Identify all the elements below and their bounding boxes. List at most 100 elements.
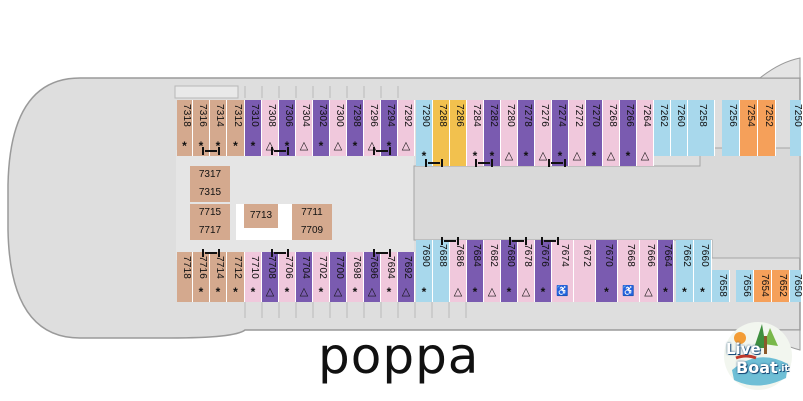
cabin-7682[interactable]: 7682△ — [484, 240, 501, 302]
cabin-7308[interactable]: 7308△ — [262, 100, 279, 156]
cabin-7664[interactable]: 7664* — [658, 240, 674, 302]
cabin-7266[interactable]: 7266* — [620, 100, 637, 166]
cabin-number: 7652 — [776, 274, 788, 298]
cabin-7708[interactable]: 7708△ — [262, 252, 279, 302]
asterisk-marker-icon: * — [215, 139, 221, 153]
cabin-7264[interactable]: 7264△ — [637, 100, 654, 166]
cabin-7292[interactable]: 7292△ — [398, 100, 415, 156]
cabin-7666[interactable]: 7666△ — [640, 240, 658, 302]
cabin-7704[interactable]: 7704△ — [296, 252, 313, 302]
asterisk-marker-icon: * — [604, 285, 609, 299]
cabin-7690[interactable]: 7690* — [416, 240, 433, 302]
cabin-7686[interactable]: 7686△ — [450, 240, 467, 302]
cabin-7306[interactable]: 7306* — [279, 100, 296, 156]
cabin-7315[interactable]: 7315 — [190, 184, 230, 202]
cabin-number: 7713 — [249, 210, 273, 221]
cabin-7716[interactable]: 7716* — [193, 252, 210, 302]
cabin-7252[interactable]: 7252 — [758, 100, 776, 156]
cabin-7316[interactable]: 7316 * — [193, 100, 210, 156]
cabin-number: 7278 — [522, 104, 533, 128]
cabin-7670[interactable]: 7670* — [596, 240, 618, 302]
cabin-7710[interactable]: 7710* — [245, 252, 262, 302]
cabin-7262[interactable]: 7262 — [654, 100, 671, 156]
cabin-7318[interactable]: 7318* — [177, 100, 193, 156]
cabin-number: 7308 — [266, 104, 277, 128]
asterisk-marker-icon: * — [386, 139, 392, 153]
logo-text-main: Live — [726, 340, 761, 358]
cabin-number: 7262 — [658, 104, 669, 128]
cabin-7282[interactable]: 7282* — [484, 100, 501, 166]
cabin-7270[interactable]: 7270* — [586, 100, 603, 166]
cabin-7702[interactable]: 7702* — [313, 252, 330, 302]
cabin-number: 7288 — [437, 104, 448, 128]
cabin-7652[interactable]: 7652 — [772, 270, 790, 302]
cabin-number: 7688 — [437, 244, 448, 268]
cabin-number: 7717 — [198, 225, 222, 236]
cabin-7712[interactable]: 7712* — [227, 252, 245, 302]
triangle-marker-icon: △ — [606, 150, 616, 162]
cabin-7650[interactable]: 7650 — [790, 270, 803, 302]
cabin-number: 7310 — [249, 104, 260, 128]
cabin-7676[interactable]: 7676* — [535, 240, 552, 302]
cabin-7274[interactable]: 7274* — [552, 100, 569, 166]
cabin-7656[interactable]: 7656 — [736, 270, 754, 302]
cabin-number: 7710 — [249, 256, 260, 280]
cabin-7658[interactable]: 7658 — [712, 270, 730, 302]
cabin-7272[interactable]: 7272△ — [569, 100, 586, 166]
cabin-7694[interactable]: 7694* — [381, 252, 398, 302]
cabin-7662[interactable]: 7662* — [676, 240, 694, 302]
cabin-7706[interactable]: 7706* — [279, 252, 296, 302]
cabin-7660[interactable]: 7660* — [694, 240, 712, 302]
cabin-number: 7272 — [573, 104, 584, 128]
cabin-7288[interactable]: 7288 — [433, 100, 450, 166]
cabin-7260[interactable]: 7260 — [671, 100, 688, 156]
cabin-7276[interactable]: 7276△ — [535, 100, 552, 166]
cabin-7298[interactable]: 7298* — [347, 100, 364, 156]
cabin-7680[interactable]: 7680* — [501, 240, 518, 302]
cabin-7256[interactable]: 7256 — [722, 100, 740, 156]
cabin-7286[interactable]: 7286 — [450, 100, 467, 166]
cabin-7254[interactable]: 7254 — [740, 100, 758, 156]
cabin-7714[interactable]: 7714* — [210, 252, 227, 302]
cabin-7294[interactable]: 7294* — [381, 100, 398, 156]
stern-plate — [174, 85, 239, 99]
cabin-7718[interactable]: 7718 — [177, 252, 193, 302]
cabin-number: 7680 — [505, 244, 516, 268]
cabin-7698[interactable]: 7698* — [347, 252, 364, 302]
cabin-7302[interactable]: 7302* — [313, 100, 330, 156]
cabin-7296[interactable]: 7296△ — [364, 100, 381, 156]
cabin-7268[interactable]: 7268△ — [603, 100, 620, 166]
cabin-7700[interactable]: 7700△ — [330, 252, 347, 302]
cabin-7678[interactable]: 7678△ — [518, 240, 535, 302]
cabin-7668[interactable]: 7668♿ — [618, 240, 640, 302]
cabin-7250[interactable]: 7250 — [790, 100, 803, 156]
cabin-7290[interactable]: 7290* — [416, 100, 433, 166]
cabin-7310[interactable]: 7310* — [245, 100, 262, 156]
cabin-7688[interactable]: 7688 — [433, 240, 450, 302]
cabin-7717[interactable]: 7717 — [190, 222, 230, 240]
cabin-7684[interactable]: 7684* — [467, 240, 484, 302]
cabin-7674[interactable]: 7674♿ — [552, 240, 574, 302]
cabin-7317[interactable]: 7317 — [190, 166, 230, 184]
cabin-number: 7314 — [214, 104, 225, 128]
cabin-7654[interactable]: 7654 — [754, 270, 772, 302]
cabin-7312[interactable]: 7312* — [227, 100, 245, 156]
cabin-7258[interactable]: 7258 — [688, 100, 715, 156]
cabin-7280[interactable]: 7280△ — [501, 100, 518, 166]
cabin-7713[interactable]: 7713 — [244, 204, 278, 228]
cabin-7692[interactable]: 7692△ — [398, 252, 415, 302]
cabin-7278[interactable]: 7278* — [518, 100, 535, 166]
cabin-7711[interactable]: 7711 — [292, 204, 332, 222]
cabin-number: 7296 — [368, 104, 379, 128]
cabin-7300[interactable]: 7300△ — [330, 100, 347, 156]
cabin-7314[interactable]: 7314 * — [210, 100, 227, 156]
cabin-number: 7316 — [197, 104, 208, 128]
cabin-7304[interactable]: 7304△ — [296, 100, 313, 156]
asterisk-marker-icon: * — [198, 139, 204, 153]
cabin-7284[interactable]: 7284* — [467, 100, 484, 166]
cabin-7715[interactable]: 7715 — [190, 204, 230, 222]
cabin-7672[interactable]: 7672 — [574, 240, 596, 302]
liveboat-logo: Live Boat .it — [718, 318, 796, 396]
cabin-7696[interactable]: 7696△ — [364, 252, 381, 302]
cabin-7709[interactable]: 7709 — [292, 222, 332, 240]
